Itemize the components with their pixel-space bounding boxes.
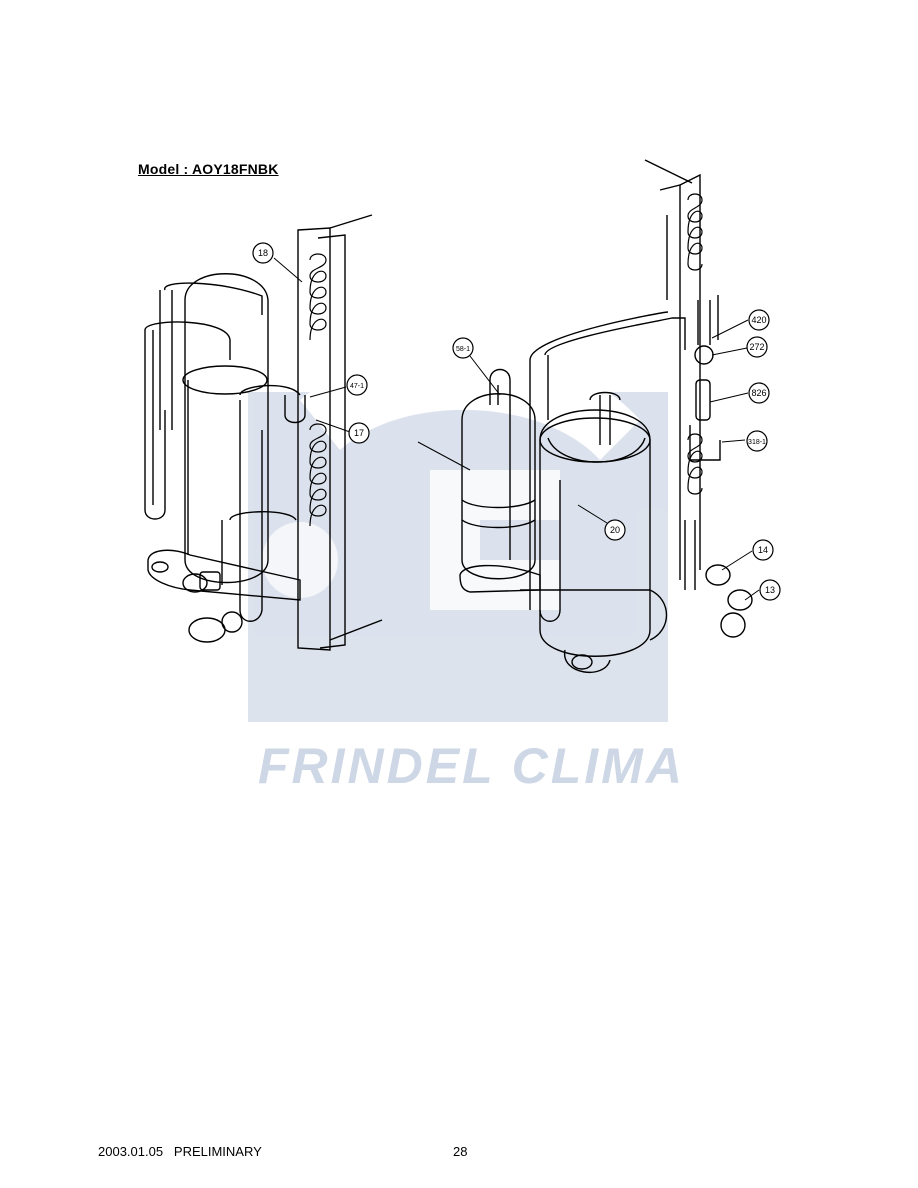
callout-272 — [746, 336, 768, 358]
callout-label-17: 17 — [354, 428, 364, 438]
model-title: Model : AOY18FNBK — [138, 161, 279, 177]
callout-13 — [759, 579, 781, 601]
callout-label-13: 13 — [765, 585, 775, 595]
callout-label-14: 14 — [758, 545, 768, 555]
footer-page-number: 28 — [453, 1144, 468, 1159]
right-assembly — [417, 159, 760, 674]
callout-label-18: 18 — [258, 248, 268, 258]
callout-17 — [348, 422, 370, 444]
coil-tubes-right — [687, 193, 703, 495]
service-valve-right — [684, 520, 753, 638]
service-valve — [182, 571, 243, 643]
callout-420 — [748, 309, 770, 331]
callout-label-47-1: 47-1 — [350, 383, 364, 390]
callout-58-1 — [452, 337, 474, 359]
callout-826 — [748, 382, 770, 404]
callout-label-58-1: 58-1 — [456, 346, 470, 353]
callout-label-318-1: 318-1 — [748, 439, 766, 446]
callout-label-272: 272 — [749, 342, 764, 352]
watermark-logo — [248, 349, 668, 722]
callout-20 — [604, 519, 626, 541]
left-assembly — [144, 214, 383, 651]
callout-18 — [252, 242, 274, 264]
coil-tubes — [309, 253, 327, 527]
footer-date-status: 2003.01.05 PRELIMINARY — [98, 1144, 262, 1159]
callout-label-20: 20 — [610, 525, 620, 535]
callout-label-826: 826 — [751, 388, 766, 398]
callout-14 — [752, 539, 774, 561]
watermark-text: FRINDEL CLIMA — [258, 738, 685, 794]
callout-label-420: 420 — [751, 315, 766, 325]
callout-47-1 — [346, 374, 368, 396]
callout-318-1 — [746, 430, 768, 452]
